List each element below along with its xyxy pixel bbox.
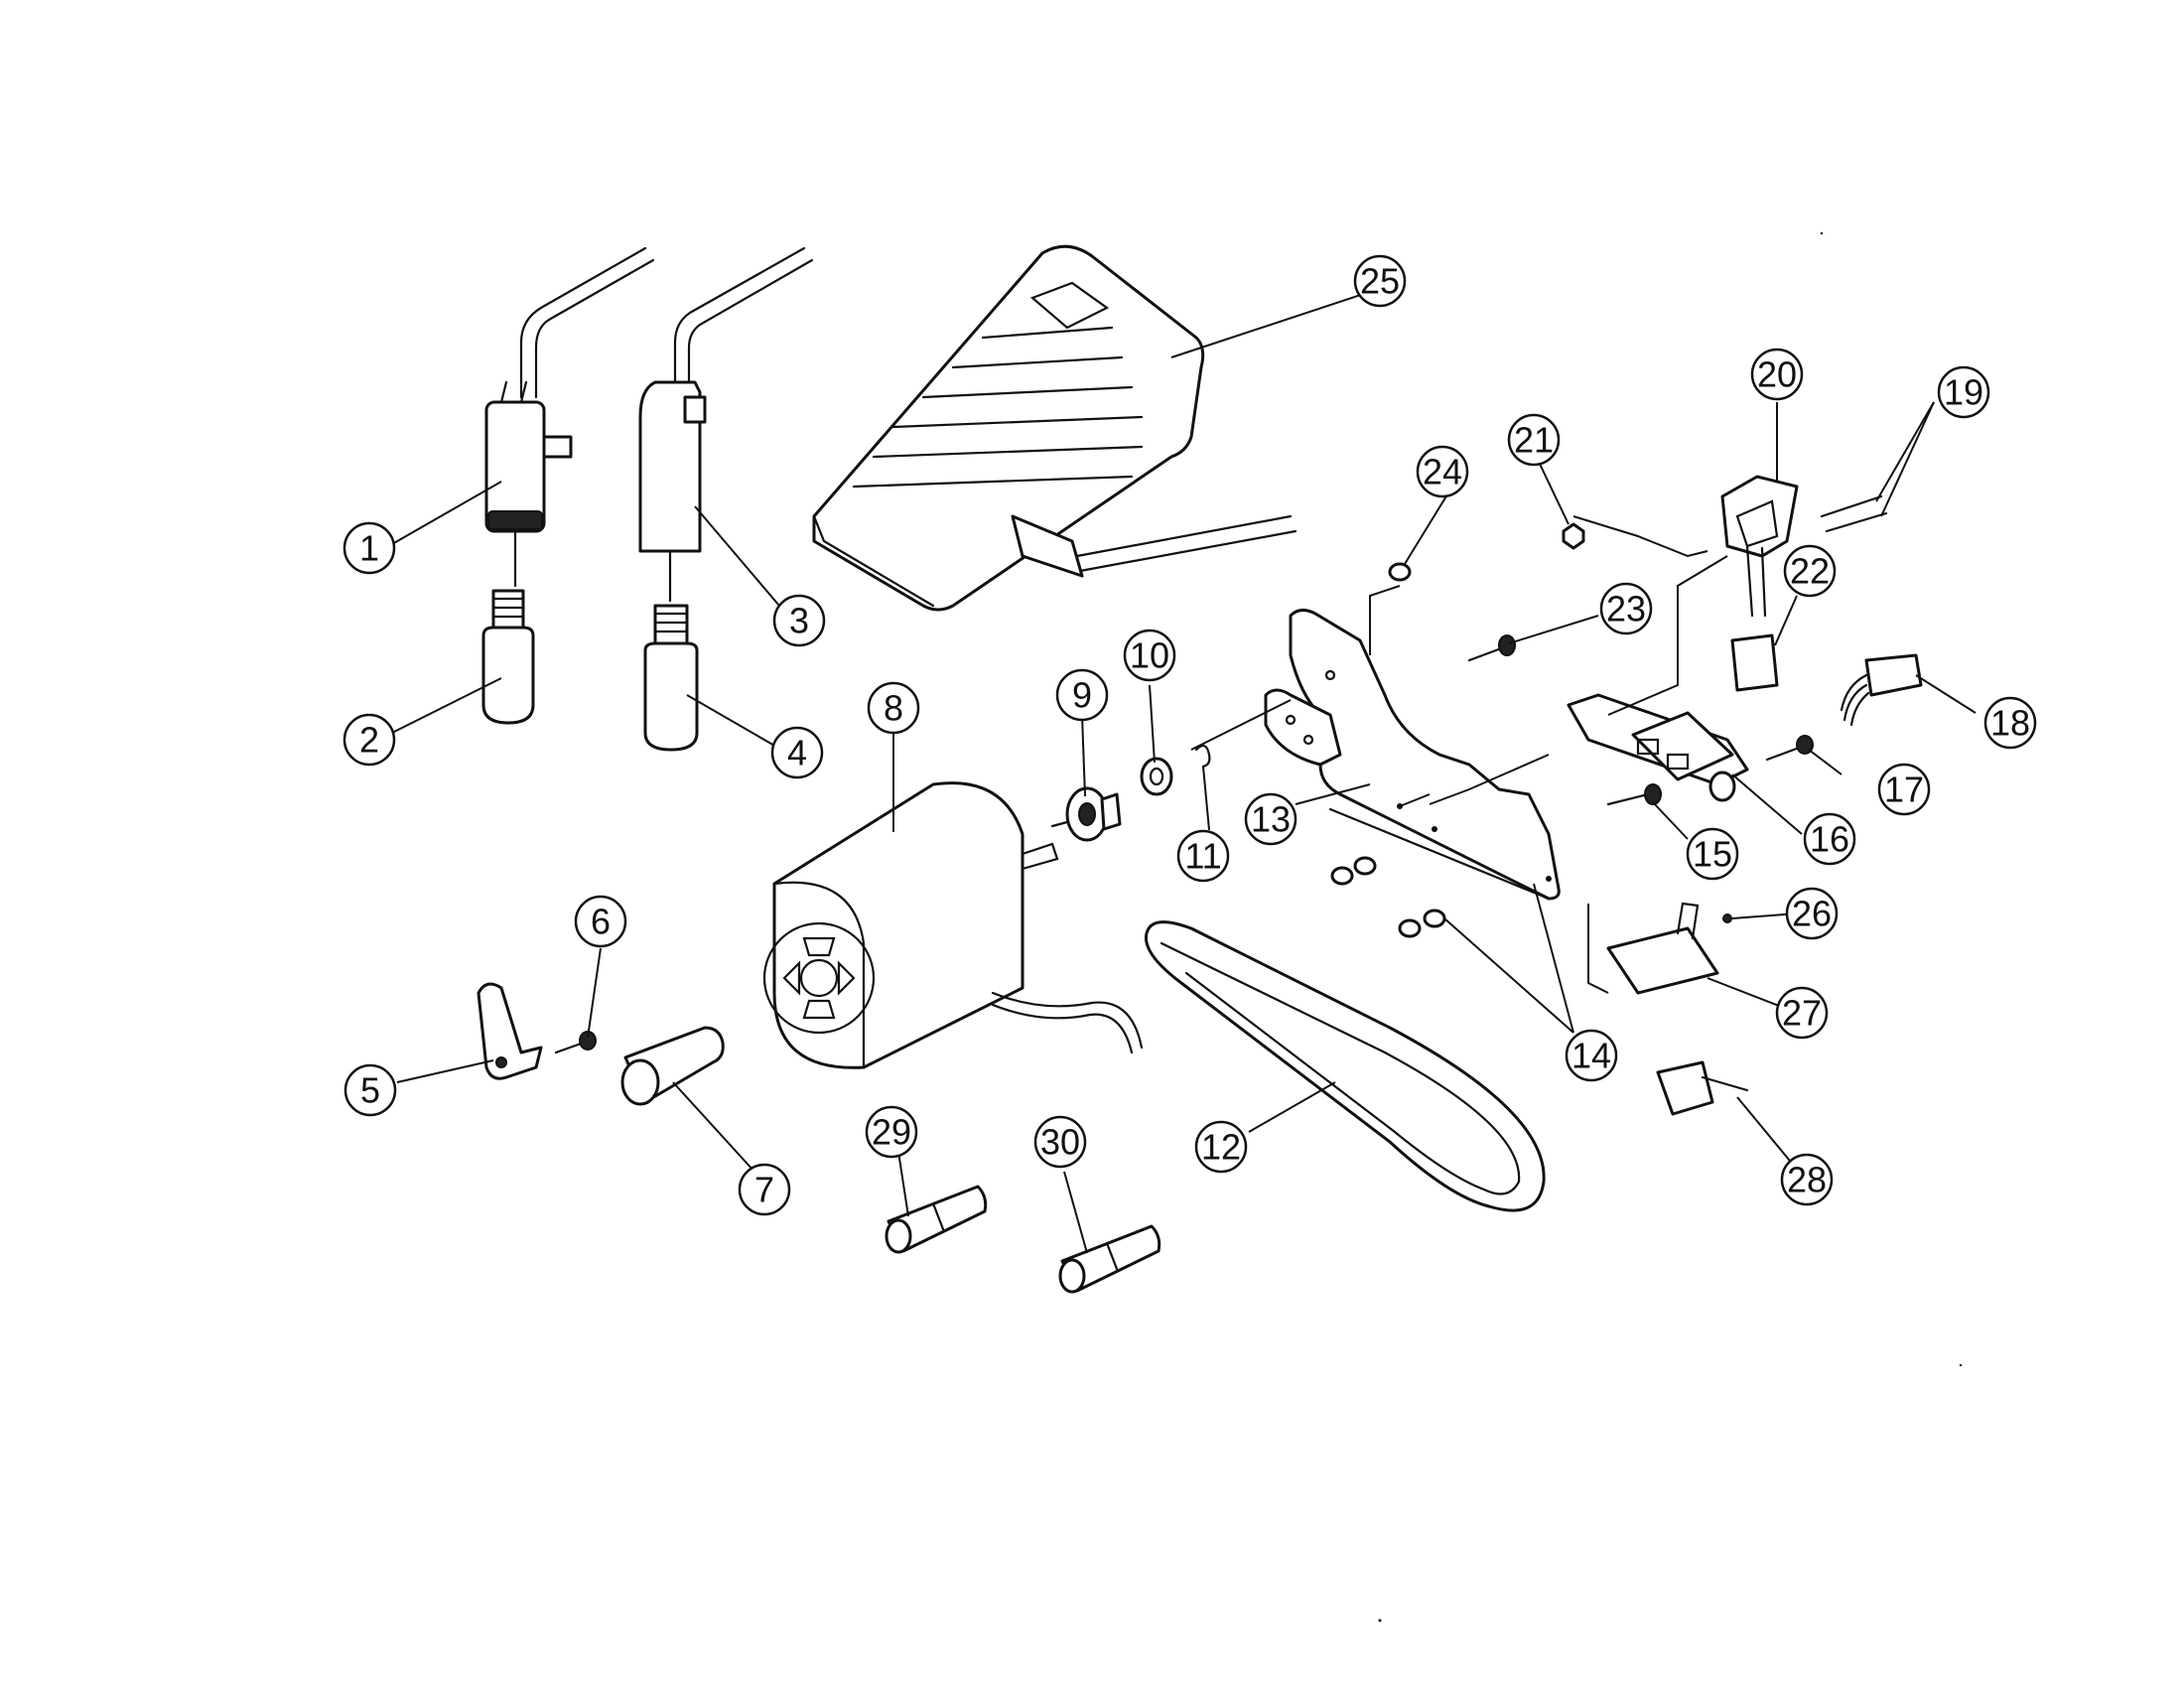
callout-18: 18 xyxy=(1983,696,2037,750)
svg-text:3: 3 xyxy=(789,601,809,641)
part-connector-18 xyxy=(1840,653,1923,727)
svg-text:9: 9 xyxy=(1072,675,1092,716)
part-foot-controller-25 xyxy=(812,244,1297,612)
part-bracket-13 xyxy=(1264,609,1561,901)
callout-27: 27 xyxy=(1775,986,1829,1040)
part-switch-28 xyxy=(1656,1060,1749,1116)
callout-2: 2 xyxy=(342,713,396,767)
svg-text:26: 26 xyxy=(1792,894,1832,934)
callout-15: 15 xyxy=(1686,827,1739,881)
scan-specks xyxy=(1378,231,1963,1622)
part-clip-11 xyxy=(1194,744,1211,769)
part-washer-10 xyxy=(1140,757,1173,796)
part-bulb-4 xyxy=(643,604,699,752)
svg-text:8: 8 xyxy=(884,688,903,729)
part-sleeve-29 xyxy=(885,1185,988,1254)
callout-29: 29 xyxy=(865,1105,918,1159)
callout-16: 16 xyxy=(1803,812,1856,866)
callout-21: 21 xyxy=(1507,413,1561,467)
callout-14: 14 xyxy=(1565,1029,1618,1082)
svg-text:5: 5 xyxy=(360,1070,380,1111)
part-belt-12 xyxy=(1144,920,1546,1212)
callout-11: 11 xyxy=(1176,829,1230,883)
assembly-guide-lines xyxy=(1190,515,1728,994)
svg-text:21: 21 xyxy=(1514,420,1554,461)
callout-10: 10 xyxy=(1123,629,1176,682)
svg-text:16: 16 xyxy=(1810,819,1849,860)
callout-13: 13 xyxy=(1244,792,1297,846)
svg-text:19: 19 xyxy=(1944,372,1983,413)
svg-text:18: 18 xyxy=(1990,703,2030,744)
part-clamp-5 xyxy=(477,982,543,1080)
svg-text:4: 4 xyxy=(787,733,807,773)
svg-text:10: 10 xyxy=(1130,635,1169,676)
leader-lines xyxy=(391,285,1977,1254)
part-cap-7 xyxy=(620,1026,725,1106)
part-sleeve-30 xyxy=(1058,1224,1161,1294)
svg-text:17: 17 xyxy=(1884,770,1924,810)
callout-20: 20 xyxy=(1750,348,1804,401)
part-lamp-socket-3 xyxy=(638,246,814,603)
callout-7: 7 xyxy=(738,1163,791,1216)
callout-12: 12 xyxy=(1194,1120,1248,1174)
svg-text:24: 24 xyxy=(1423,452,1462,492)
svg-text:12: 12 xyxy=(1201,1127,1241,1168)
svg-text:13: 13 xyxy=(1251,799,1291,840)
svg-text:15: 15 xyxy=(1693,834,1732,875)
svg-text:11: 11 xyxy=(1184,836,1221,877)
part-brush-holder-20 xyxy=(1720,475,1799,618)
callout-8: 8 xyxy=(867,681,920,735)
part-terminal-block-16 xyxy=(1567,693,1749,802)
part-motor-8 xyxy=(762,781,1144,1069)
part-screw-23 xyxy=(1467,634,1516,662)
svg-text:29: 29 xyxy=(872,1112,911,1153)
svg-text:22: 22 xyxy=(1790,551,1830,592)
callout-19: 19 xyxy=(1937,365,1990,419)
callout-24: 24 xyxy=(1416,445,1469,498)
svg-text:20: 20 xyxy=(1757,354,1797,395)
callout-3: 3 xyxy=(772,594,826,647)
part-nut-21 xyxy=(1562,522,1585,550)
callout-30: 30 xyxy=(1033,1115,1087,1169)
callout-5: 5 xyxy=(343,1063,397,1117)
part-screw-26 xyxy=(1722,913,1732,923)
part-screw-15 xyxy=(1606,783,1662,806)
part-bulb-2 xyxy=(481,589,535,725)
svg-text:27: 27 xyxy=(1782,993,1822,1034)
svg-text:2: 2 xyxy=(359,720,379,761)
part-capacitor-22 xyxy=(1730,633,1779,692)
callout-23: 23 xyxy=(1599,582,1653,635)
part-washers-14 xyxy=(1330,856,1446,938)
callout-26: 26 xyxy=(1785,887,1839,940)
callout-22: 22 xyxy=(1783,544,1837,598)
callout-1: 1 xyxy=(342,521,396,575)
part-screw-17 xyxy=(1765,735,1814,762)
part-screw-6 xyxy=(554,1031,597,1054)
svg-text:6: 6 xyxy=(591,902,611,942)
svg-text:7: 7 xyxy=(754,1170,774,1210)
svg-text:14: 14 xyxy=(1571,1036,1611,1076)
svg-text:1: 1 xyxy=(359,528,379,569)
part-pulley-9 xyxy=(1050,786,1122,842)
callout-25: 25 xyxy=(1353,254,1407,308)
part-screws-19 xyxy=(1820,494,1888,533)
callout-28: 28 xyxy=(1780,1153,1834,1206)
svg-text:30: 30 xyxy=(1040,1122,1080,1163)
part-plate-27 xyxy=(1606,902,1719,995)
callout-9: 9 xyxy=(1055,668,1109,722)
part-lamp-socket-1 xyxy=(484,246,655,588)
callout-6: 6 xyxy=(574,895,627,948)
callout-4: 4 xyxy=(770,726,824,779)
part-nut-24 xyxy=(1388,562,1412,582)
svg-text:23: 23 xyxy=(1606,589,1646,630)
svg-text:28: 28 xyxy=(1787,1160,1827,1200)
callout-17: 17 xyxy=(1877,763,1931,816)
svg-text:25: 25 xyxy=(1360,261,1400,302)
